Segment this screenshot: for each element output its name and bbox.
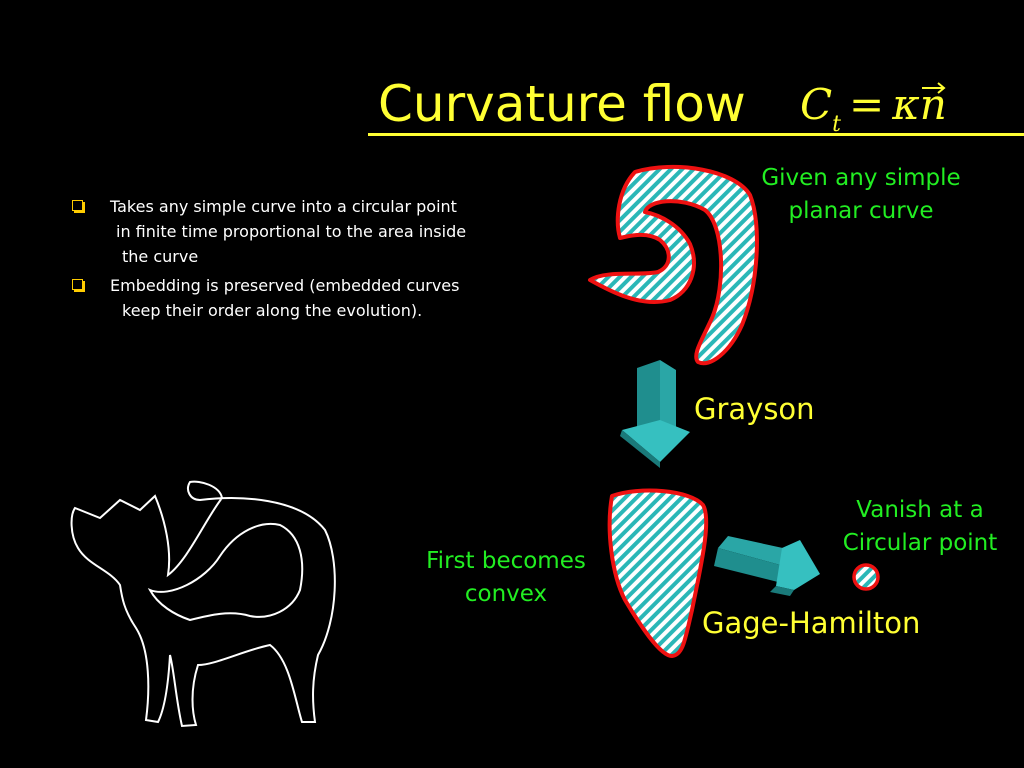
bullet-line: in finite time proportional to the area … (116, 222, 467, 241)
label-vanish-circular-point: Vanish at a Circular point (842, 497, 998, 556)
square-bullet-icon (72, 279, 83, 290)
formula-equals: = (848, 80, 885, 129)
formula-subscript: t (832, 112, 841, 137)
bullet-line: keep their order along the evolution). (122, 301, 423, 320)
label-first-convex: First becomes convex (426, 548, 586, 607)
bullet-line: Embedding is preserved (embedded curves (110, 276, 460, 295)
bullet-item: Takes any simple curve into a circular p… (72, 194, 482, 219)
bullet-item: Embedding is preserved (embedded curves (72, 273, 482, 298)
bullet-list: Takes any simple curve into a circular p… (72, 194, 482, 323)
cat-curve-outline (70, 480, 336, 728)
circular-point-shape (852, 563, 880, 591)
label-grayson: Grayson (694, 392, 815, 426)
convex-curve-shape (607, 488, 709, 658)
formula-kappa: κ (892, 80, 920, 129)
square-bullet-icon (72, 200, 83, 211)
label-given-curve: Given any simple planar curve (761, 165, 961, 224)
bullet-line: the curve (122, 247, 199, 266)
simple-planar-curve-shape (588, 165, 759, 366)
arrow-down-icon (620, 360, 690, 468)
label-gage-hamilton: Gage-Hamilton (702, 606, 921, 640)
arrow-right-icon (714, 536, 820, 596)
title-underline (368, 133, 1024, 136)
formula-curve: C (800, 80, 833, 129)
bullet-line: Takes any simple curve into a circular p… (110, 197, 457, 216)
slide-title: Curvature flow (378, 75, 746, 133)
